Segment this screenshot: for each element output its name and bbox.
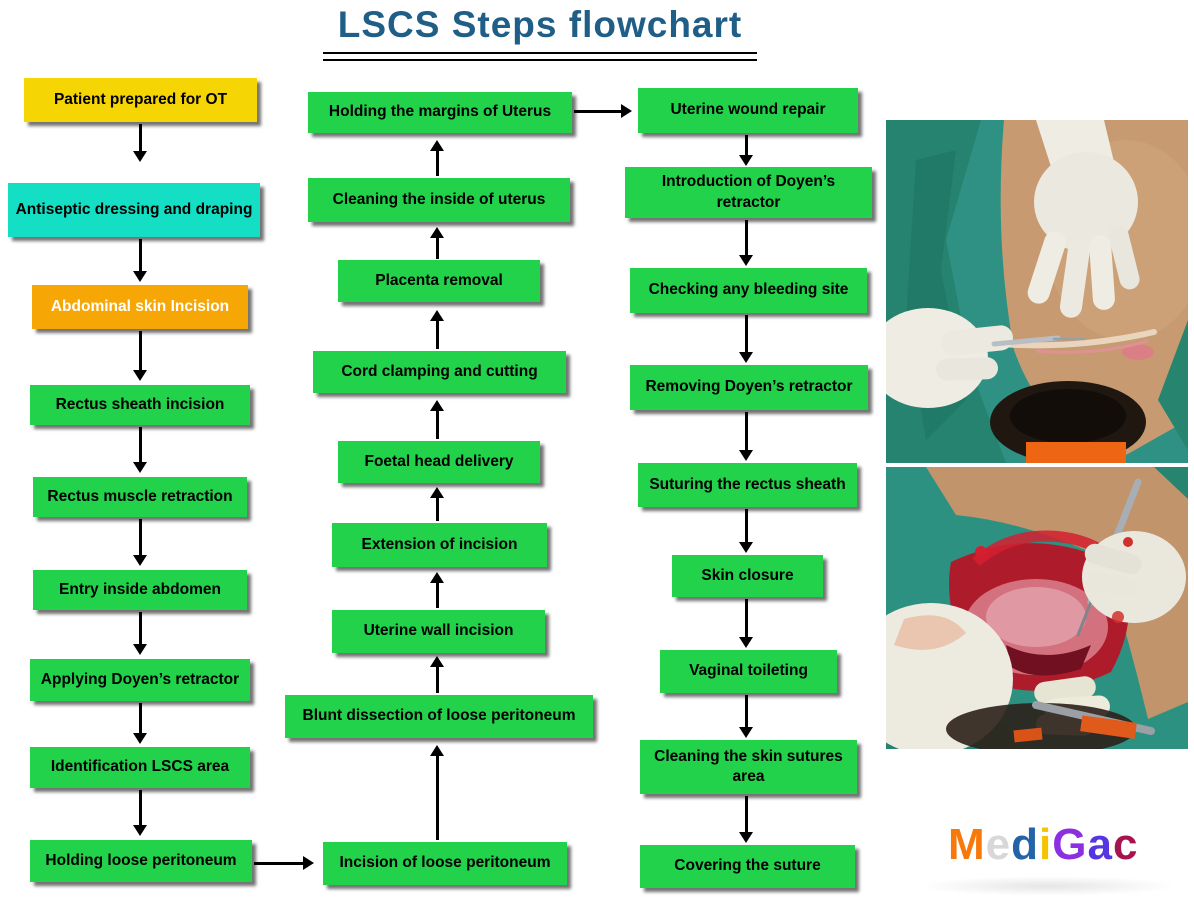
- step-incision-loose-peritoneum: Incision of loose peritoneum: [323, 842, 567, 885]
- step-cord-clamping-cutting: Cord clamping and cutting: [313, 351, 566, 393]
- step-vaginal-toileting: Vaginal toileting: [660, 650, 837, 693]
- arrow-down-icon: [133, 612, 147, 655]
- medigac-logo: MediGac: [948, 820, 1138, 870]
- arrow-up-icon: [430, 140, 444, 176]
- step-rectus-sheath-incision: Rectus sheath incision: [30, 385, 250, 425]
- step-cleaning-inside-uterus: Cleaning the inside of uterus: [308, 178, 570, 222]
- step-identification-lscs-area: Identification LSCS area: [30, 747, 250, 788]
- step-extension-of-incision: Extension of incision: [332, 523, 547, 567]
- logo-letter: a: [1087, 820, 1113, 869]
- logo-letter: G: [1052, 820, 1088, 869]
- arrow-right-icon: [254, 856, 314, 870]
- arrow-down-icon: [739, 135, 753, 166]
- arrow-down-icon: [739, 796, 753, 843]
- arrow-up-icon: [430, 310, 444, 349]
- arrow-down-icon: [133, 790, 147, 836]
- logo-letter: M: [948, 820, 986, 869]
- arrow-up-icon: [430, 487, 444, 521]
- step-antiseptic-dressing: Antiseptic dressing and draping: [8, 183, 260, 237]
- arrow-down-icon: [739, 220, 753, 266]
- step-placenta-removal: Placenta removal: [338, 260, 540, 302]
- step-suturing-rectus-sheath: Suturing the rectus sheath: [638, 463, 857, 507]
- abdominal-skin-incision-photo: [886, 120, 1188, 463]
- arrow-down-icon: [739, 695, 753, 738]
- logo-letter: e: [985, 820, 1012, 869]
- logo-letter: i: [1039, 820, 1053, 869]
- step-entry-inside-abdomen: Entry inside abdomen: [33, 570, 247, 610]
- title-underline: [323, 52, 757, 61]
- step-checking-bleeding-site: Checking any bleeding site: [630, 268, 867, 313]
- step-introduction-doyens-retractor: Introduction of Doyen’s retractor: [625, 167, 872, 218]
- step-applying-doyens-retractor: Applying Doyen’s retractor: [30, 659, 250, 701]
- arrow-up-icon: [430, 745, 444, 840]
- step-uterine-wound-repair: Uterine wound repair: [638, 88, 858, 133]
- arrow-up-icon: [430, 656, 444, 693]
- step-patient-prepared: Patient prepared for OT: [24, 78, 257, 122]
- arrow-down-icon: [133, 124, 147, 162]
- arrow-down-icon: [739, 412, 753, 461]
- logo-letter: d: [1011, 820, 1040, 869]
- arrow-up-icon: [430, 572, 444, 608]
- step-holding-loose-peritoneum: Holding loose peritoneum: [30, 840, 252, 882]
- arrow-up-icon: [430, 400, 444, 439]
- arrow-down-icon: [739, 315, 753, 363]
- step-covering-the-suture: Covering the suture: [640, 845, 855, 888]
- step-uterine-wall-incision: Uterine wall incision: [332, 610, 545, 653]
- arrow-down-icon: [739, 599, 753, 648]
- page-title: LSCS Steps flowchart: [337, 4, 743, 45]
- arrow-down-icon: [133, 331, 147, 381]
- open-abdomen-surgery-photo: [886, 467, 1188, 749]
- arrow-down-icon: [133, 703, 147, 744]
- arrow-down-icon: [133, 239, 147, 282]
- step-skin-closure: Skin closure: [672, 555, 823, 597]
- step-cleaning-skin-sutures: Cleaning the skin sutures area: [640, 740, 857, 794]
- arrow-down-icon: [739, 509, 753, 553]
- step-holding-margins-uterus: Holding the margins of Uterus: [308, 92, 572, 133]
- arrow-down-icon: [133, 427, 147, 473]
- arrow-right-icon: [574, 104, 632, 118]
- arrow-up-icon: [430, 227, 444, 259]
- logo-shadow: [918, 876, 1178, 896]
- logo-letter: c: [1112, 820, 1139, 869]
- step-foetal-head-delivery: Foetal head delivery: [338, 441, 540, 483]
- step-rectus-muscle-retraction: Rectus muscle retraction: [33, 477, 247, 517]
- step-abdominal-skin-incision: Abdominal skin Incision: [32, 285, 248, 329]
- arrow-down-icon: [133, 519, 147, 566]
- step-blunt-dissection-peritoneum: Blunt dissection of loose peritoneum: [285, 695, 593, 738]
- step-removing-doyens-retractor: Removing Doyen’s retractor: [630, 365, 868, 410]
